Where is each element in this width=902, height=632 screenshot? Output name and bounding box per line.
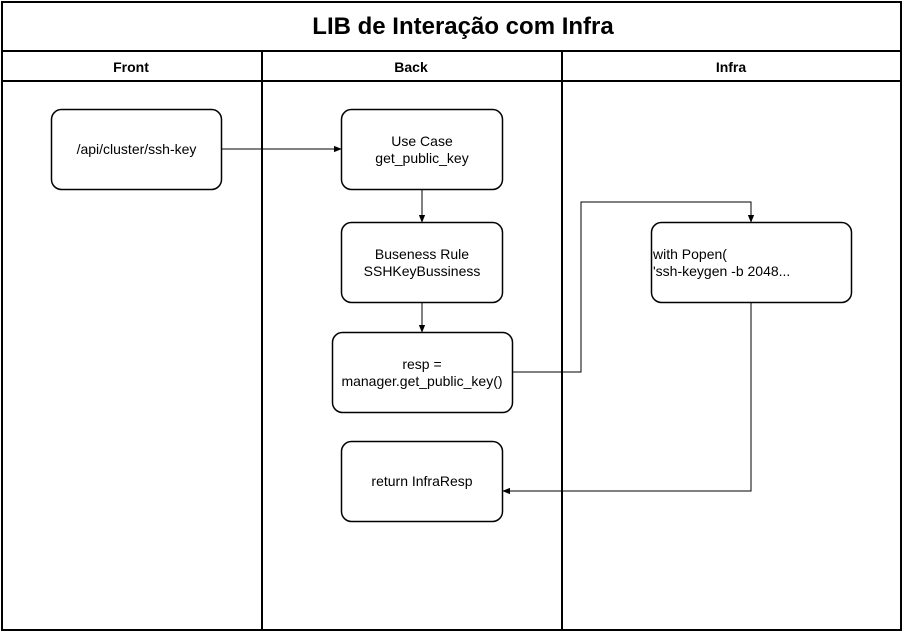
node-resp-manager[interactable]: resp = manager.get_public_key() [331,331,514,414]
node-resp-manager-line-1: resp = [402,356,441,372]
node-popen-line-1: with Popen( [652,246,727,262]
lane-infra: Infra [561,50,902,631]
lane-back-label: Back [394,59,428,75]
node-use-case-line-2: get_public_key [375,150,468,166]
node-return-infra-resp[interactable]: return InfraResp [340,440,504,523]
edge-popen-to-return [502,302,752,495]
edge-resp-to-popen [512,201,755,373]
node-business-rule[interactable]: Buseness Rule SSHKeyBussiness [340,221,504,304]
diagram-title: LIB de Interação com Infra [312,13,614,40]
node-use-case-line-1: Use Case [391,133,453,149]
node-return-infra-resp-label: return InfraResp [371,473,472,489]
node-api-endpoint[interactable]: /api/cluster/ssh-key [50,108,223,191]
node-popen-ssh-keygen[interactable]: with Popen( 'ssh-keygen -b 2048... [650,221,853,304]
lane-front-label: Front [113,59,149,75]
node-business-rule-line-2: SSHKeyBussiness [364,263,481,279]
lane-infra-label: Infra [716,59,747,75]
node-api-endpoint-label: /api/cluster/ssh-key [77,141,197,157]
node-popen-line-2: 'ssh-keygen -b 2048... [653,263,790,279]
node-use-case[interactable]: Use Case get_public_key [340,108,504,191]
edges [222,145,755,495]
node-resp-manager-line-2: manager.get_public_key() [341,373,502,389]
node-business-rule-line-1: Buseness Rule [375,246,469,262]
